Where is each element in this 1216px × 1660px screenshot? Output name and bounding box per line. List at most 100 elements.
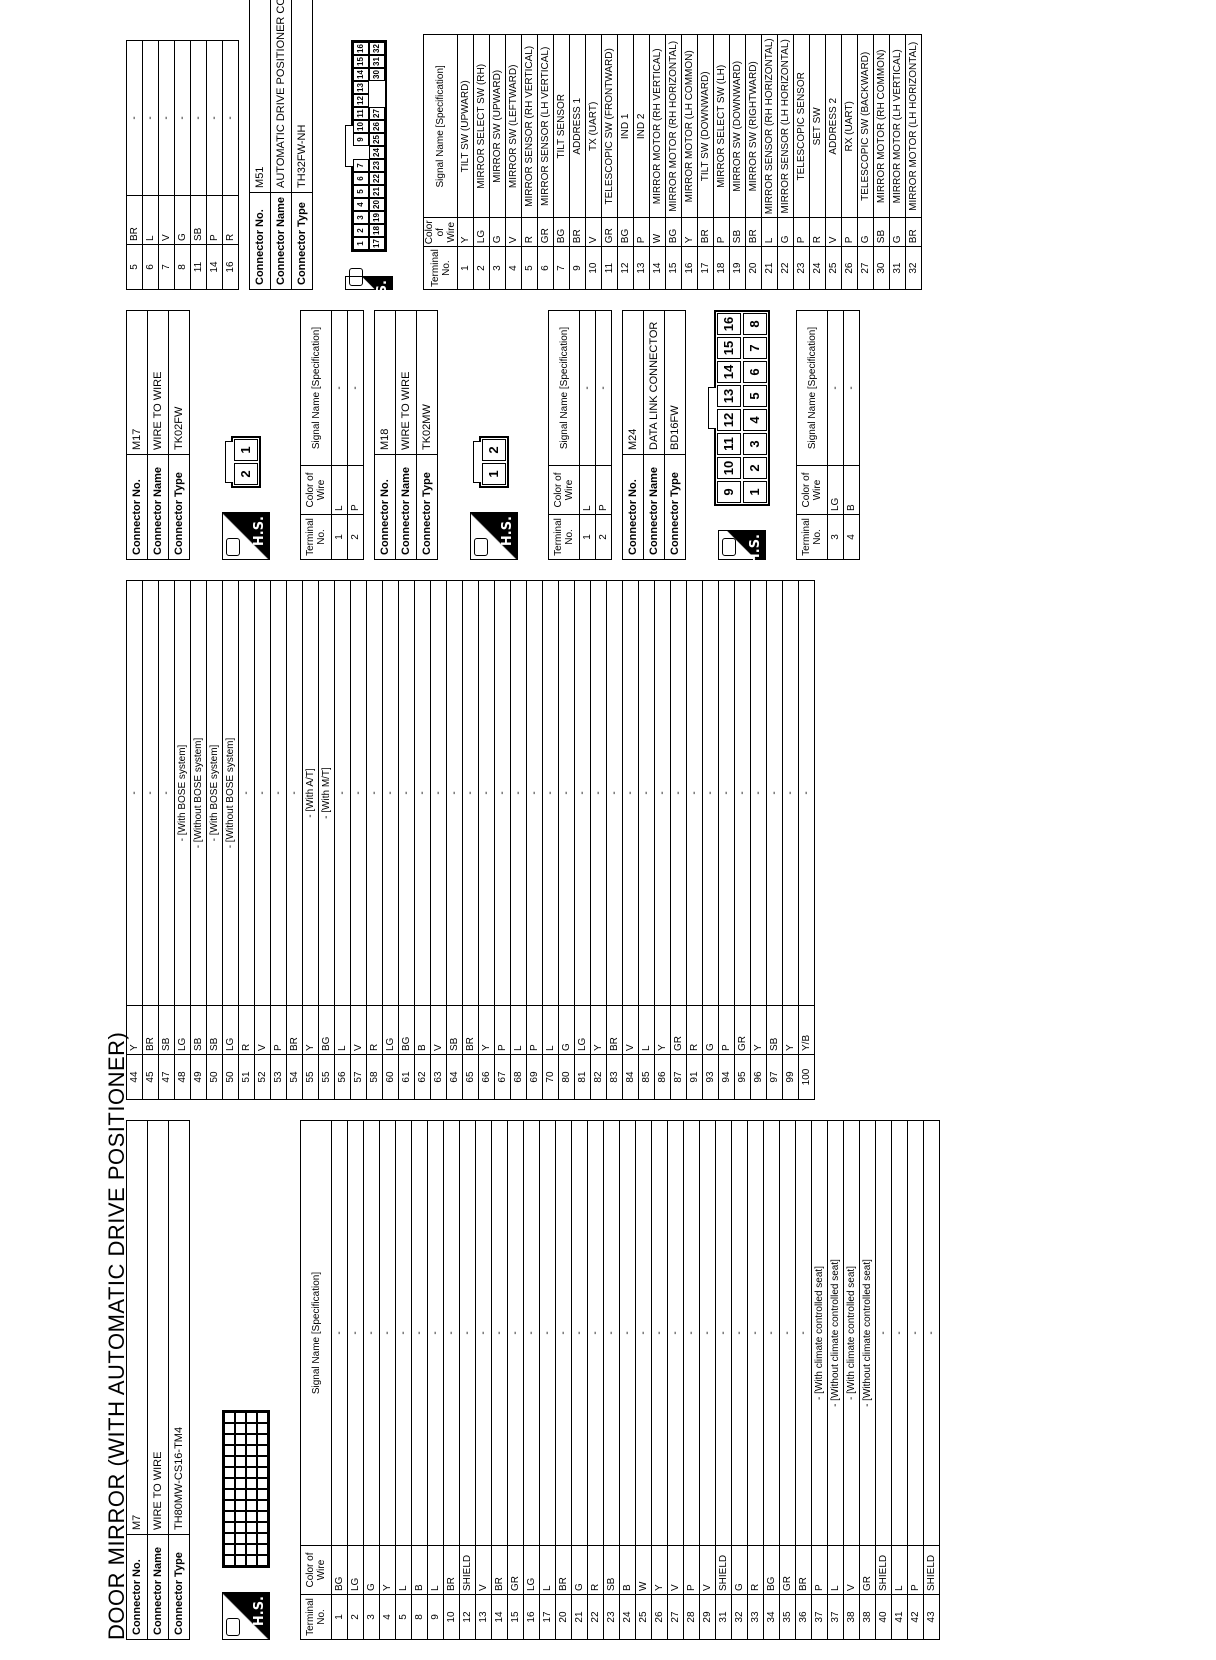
terminal-no: 29 xyxy=(699,1594,716,1640)
terminal-no: 54 xyxy=(286,1054,303,1100)
terminal-no: 13 xyxy=(633,246,650,290)
wire-color: P xyxy=(526,1005,543,1055)
signal-name: - xyxy=(363,1120,380,1546)
wire-color: G xyxy=(558,1005,575,1055)
wire-color: B xyxy=(414,1005,431,1055)
signal-name: - xyxy=(347,310,364,466)
signal-name: - xyxy=(734,580,751,1006)
pin-label: 3 xyxy=(743,433,767,455)
pin-cell xyxy=(257,1500,268,1511)
pin-cell xyxy=(235,1478,246,1489)
terminal-no: 60 xyxy=(382,1054,399,1100)
pin-cell xyxy=(224,1445,235,1456)
signal-name: - [With M/T] xyxy=(318,580,335,1006)
signal-name: - xyxy=(603,1120,620,1546)
wire-color: BG xyxy=(398,1005,415,1055)
terminal-no: 10 xyxy=(443,1594,460,1640)
pin-cell xyxy=(257,1544,268,1555)
wire-color: P xyxy=(633,217,650,247)
wire-color: GR xyxy=(779,1545,796,1595)
wire-color: SB xyxy=(206,1005,223,1055)
signal-name: MIRROR MOTOR (LH HORIZONTAL) xyxy=(905,34,922,218)
terminal-no: 48 xyxy=(174,1054,191,1100)
connector-name: WIRE TO WIRE xyxy=(147,1120,169,1535)
terminal-no: 4 xyxy=(505,246,522,290)
signal-name: - xyxy=(635,1120,652,1546)
signal-name: - xyxy=(494,580,511,1006)
pin-label: 22 xyxy=(369,172,385,185)
harness-side-icon: H.S. xyxy=(222,1592,270,1640)
wire-color: P xyxy=(270,1005,287,1055)
signal-name: - xyxy=(606,580,623,1006)
pin-cell xyxy=(246,1533,257,1544)
wire-color: V xyxy=(622,1005,639,1055)
connector-name: WIRE TO WIRE xyxy=(147,310,169,455)
terminal-no: 16 xyxy=(222,244,239,290)
signal-name: - xyxy=(174,40,191,196)
signal-name: - xyxy=(683,1120,700,1546)
pin-label: 19 xyxy=(369,211,385,224)
signal-name: MIRROR SELECT SW (LH) xyxy=(713,34,730,218)
terminal-no: 82 xyxy=(590,1054,607,1100)
pin-cell xyxy=(246,1500,257,1511)
terminal-no: 50 xyxy=(222,1054,239,1100)
signal-name: - xyxy=(398,580,415,1006)
wire-color: SB xyxy=(446,1005,463,1055)
wire-color: SHIELD xyxy=(875,1545,892,1595)
wire-color: SB xyxy=(873,217,890,247)
signal-name: IND 2 xyxy=(633,34,650,218)
terminal-no: 26 xyxy=(651,1594,668,1640)
wire-color: P xyxy=(793,217,810,247)
signal-name: - xyxy=(715,1120,732,1546)
wire-color: Y xyxy=(379,1545,396,1595)
wire-color: BR xyxy=(126,195,143,245)
wire-color: V xyxy=(667,1545,684,1595)
wire-color: L xyxy=(891,1545,908,1595)
terminal-no: 1 xyxy=(331,514,348,560)
signal-name: - xyxy=(142,580,159,1006)
terminal-no: 12 xyxy=(617,246,634,290)
signal-name: - xyxy=(350,580,367,1006)
signal-name: - xyxy=(331,1120,348,1546)
pin-label: 7 xyxy=(743,337,767,359)
wire-color: V xyxy=(825,217,842,247)
wire-color: LG xyxy=(174,1005,191,1055)
pin-label: 17 xyxy=(369,237,385,250)
pin-label: 2 xyxy=(482,439,506,461)
wire-color: Y xyxy=(651,1545,668,1595)
signal-name: - xyxy=(238,580,255,1006)
wire-color: B xyxy=(619,1545,636,1595)
wire-color: L xyxy=(761,217,778,247)
pin-label: 15 xyxy=(353,55,369,68)
signal-name: - xyxy=(590,580,607,1006)
wire-color: R xyxy=(587,1545,604,1595)
signal-name: - xyxy=(158,40,175,196)
